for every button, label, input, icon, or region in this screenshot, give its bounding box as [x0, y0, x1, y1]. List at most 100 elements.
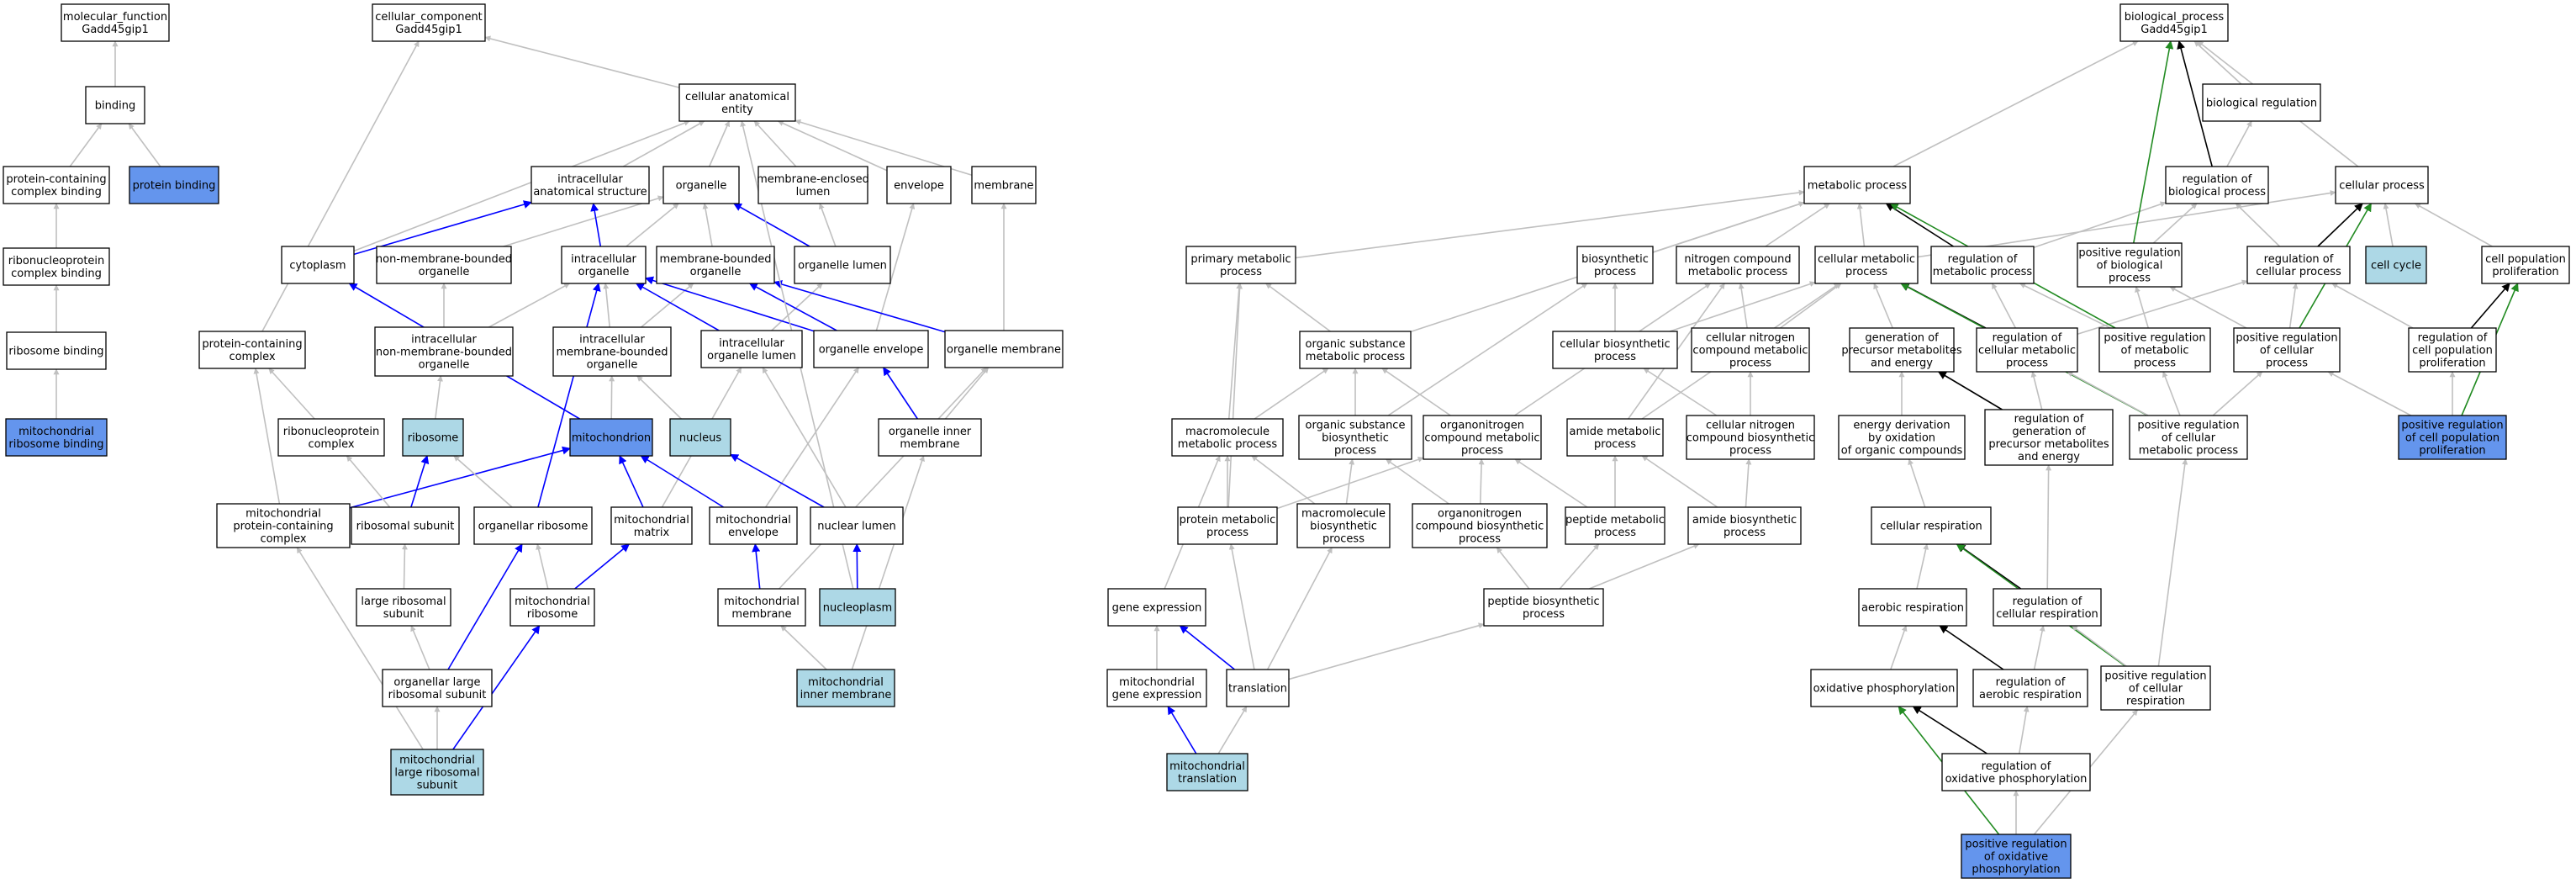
term-box[interactable]: [402, 418, 464, 457]
term-box[interactable]: [1185, 246, 1296, 284]
term-box[interactable]: [2408, 327, 2497, 373]
term-box[interactable]: [944, 330, 1064, 368]
term-box[interactable]: [1858, 588, 1967, 627]
term-box[interactable]: [709, 506, 798, 545]
term-box[interactable]: [2335, 166, 2429, 204]
term-node-ox-phos[interactable]: oxidative phosphorylation: [1810, 669, 1958, 707]
term-box[interactable]: [216, 503, 351, 548]
term-box[interactable]: [678, 83, 796, 122]
term-node-cytoplasm[interactable]: cytoplasm: [281, 246, 355, 284]
term-node-organelle-lumen[interactable]: organelle lumen: [794, 246, 891, 284]
term-node-envelope[interactable]: envelope: [886, 166, 952, 204]
term-box[interactable]: [656, 246, 775, 284]
term-box[interactable]: [531, 166, 650, 204]
term-box[interactable]: [6, 331, 107, 370]
term-node-organelle[interactable]: organelle: [662, 166, 740, 204]
term-node-binding[interactable]: binding: [85, 86, 145, 124]
term-box[interactable]: [390, 749, 484, 796]
term-box[interactable]: [796, 669, 895, 707]
term-box[interactable]: [1177, 506, 1278, 545]
term-box[interactable]: [1871, 506, 1992, 545]
term-box[interactable]: [1296, 503, 1391, 548]
term-box[interactable]: [1941, 753, 2091, 791]
term-box[interactable]: [886, 166, 952, 204]
term-box[interactable]: [1299, 331, 1412, 369]
term-node-protein-binding[interactable]: protein binding: [129, 166, 219, 204]
term-box[interactable]: [810, 506, 904, 545]
term-box[interactable]: [1972, 669, 2088, 707]
term-box[interactable]: [700, 330, 803, 368]
term-box[interactable]: [1976, 327, 2078, 373]
term-box[interactable]: [819, 588, 896, 627]
term-node-mitochondrion[interactable]: mitochondrion: [569, 418, 653, 457]
term-box[interactable]: [277, 418, 385, 457]
term-box[interactable]: [1691, 327, 1810, 373]
term-box[interactable]: [3, 166, 110, 204]
term-box[interactable]: [351, 506, 460, 545]
term-box[interactable]: [1423, 415, 1542, 460]
term-node-ic-non-mb-organelle[interactable]: intracellularnon-membrane-boundedorganel…: [374, 326, 514, 377]
term-box[interactable]: [356, 588, 451, 627]
term-box[interactable]: [1961, 834, 2072, 879]
term-box[interactable]: [2202, 83, 2321, 122]
term-box[interactable]: [561, 246, 647, 284]
term-node-biological-regulation[interactable]: biological regulation: [2202, 83, 2321, 122]
term-box[interactable]: [85, 86, 145, 124]
term-box[interactable]: [2365, 246, 2427, 284]
term-box[interactable]: [971, 166, 1037, 204]
term-box[interactable]: [1412, 503, 1548, 548]
term-node-cellular-process[interactable]: cellular process: [2335, 166, 2429, 204]
term-box[interactable]: [372, 3, 486, 42]
term-node-aerobic-respiration[interactable]: aerobic respiration: [1858, 588, 1967, 627]
term-box[interactable]: [1107, 588, 1206, 627]
term-box[interactable]: [5, 418, 108, 457]
term-box[interactable]: [717, 588, 806, 627]
term-box[interactable]: [376, 246, 512, 284]
term-box[interactable]: [757, 166, 868, 204]
term-box[interactable]: [2098, 327, 2211, 373]
term-box[interactable]: [1838, 415, 1966, 460]
term-node-organellar-ribosome[interactable]: organellar ribosome: [473, 506, 593, 545]
term-box[interactable]: [1166, 753, 1248, 791]
term-box[interactable]: [662, 166, 740, 204]
term-box[interactable]: [1687, 506, 1802, 545]
term-box[interactable]: [1106, 669, 1207, 707]
term-box[interactable]: [2129, 415, 2248, 460]
term-box[interactable]: [1171, 418, 1284, 457]
term-box[interactable]: [2481, 246, 2570, 284]
term-box[interactable]: [1984, 409, 2114, 466]
term-box[interactable]: [878, 418, 982, 457]
term-box[interactable]: [1993, 588, 2102, 627]
term-node-organelle-membrane[interactable]: organelle membrane: [944, 330, 1064, 368]
term-box[interactable]: [129, 166, 219, 204]
